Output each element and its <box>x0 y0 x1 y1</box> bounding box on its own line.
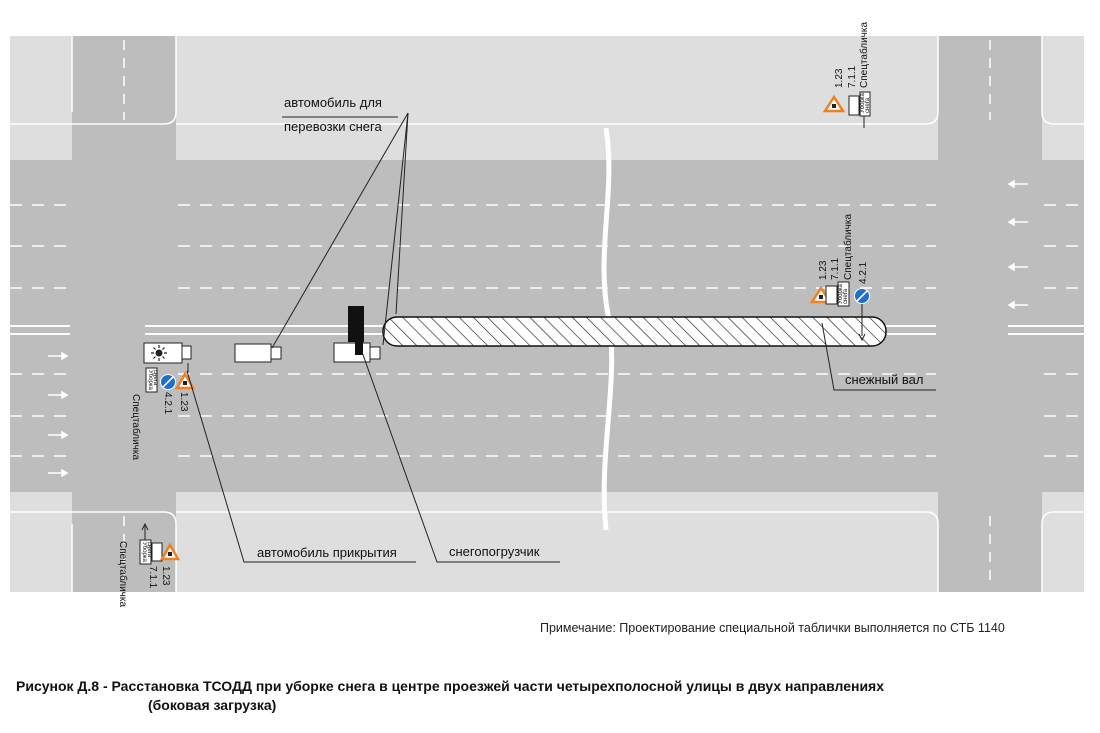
road-works-icon <box>832 104 836 108</box>
vehicles <box>143 306 381 364</box>
sign-label-1-23: 1.23 <box>178 392 189 412</box>
sign-label-special-plate: Спецтабличка <box>130 394 142 460</box>
break-line <box>601 127 615 531</box>
plate-text-1: Уборка <box>838 283 844 304</box>
truck-label-line2: перевозки снега <box>284 119 382 134</box>
snow-bank <box>382 316 887 347</box>
sign-label-7-1-1: 7.1.1 <box>147 566 158 589</box>
snow-truck <box>234 343 282 363</box>
note: Примечание: Проектирование специальной т… <box>540 621 1005 635</box>
loader-label: снегопогрузчик <box>449 544 540 559</box>
special-plate <box>837 281 850 307</box>
direction-arrows <box>48 179 1028 478</box>
sign-label-special-plate: Спецтабличка <box>858 22 870 88</box>
plate-7-1-1 <box>151 542 163 562</box>
plate-text-2: снега <box>865 97 871 113</box>
lane-markings <box>10 40 1084 588</box>
sign-group-center: 1.23 7.1.1 Спецтабличка 4.2.1 Уборка сне… <box>809 214 870 342</box>
plate-text-2: снега <box>152 370 158 386</box>
sign-label-7-1-1: 7.1.1 <box>830 257 841 280</box>
plate-text-1: Уборка <box>147 370 153 391</box>
cover-car-label: автомобиль прикрытия <box>257 545 397 560</box>
figure-caption: Рисунок Д.8 - Расстановка ТСОДД при убор… <box>16 678 885 694</box>
sign-group-top-right: 1.23 7.1.1 Спецтабличка Уборка снега <box>822 22 871 128</box>
sign-group-cover-car: Спецтабличка Уборка снега 4.2.1 1.23 <box>130 363 196 460</box>
road-works-icon <box>168 552 172 556</box>
plate-7-1-1 <box>848 95 860 116</box>
plate-7-1-1 <box>825 285 838 305</box>
cover-car <box>143 342 192 364</box>
sign-label-special-plate: Спецтабличка <box>117 541 129 607</box>
road-works-icon <box>183 381 187 385</box>
callouts <box>186 112 936 563</box>
sign-label-4-2-1: 4.2.1 <box>858 261 869 284</box>
sign-label-4-2-1: 4.2.1 <box>162 392 173 415</box>
sign-label-7-1-1: 7.1.1 <box>847 65 858 88</box>
special-plate <box>139 539 152 565</box>
sign-label-1-23: 1.23 <box>834 68 845 88</box>
figure-caption-line2: (боковая загрузка) <box>148 697 277 713</box>
truck-label-line1: автомобиль для <box>284 95 382 110</box>
plate-text-1: Уборка <box>141 542 147 563</box>
sign-label-1-23: 1.23 <box>160 566 171 586</box>
sign-label-1-23: 1.23 <box>818 260 829 280</box>
special-plate <box>859 91 871 117</box>
special-plate <box>145 367 158 393</box>
road-works-icon <box>819 295 823 299</box>
plate-text-2: снега <box>843 288 849 304</box>
snow-loader <box>333 306 381 363</box>
plate-text-2: снега <box>146 542 152 558</box>
snow-bank-label: снежный вал <box>845 372 923 387</box>
plate-text-1: Уборка <box>860 92 866 113</box>
sign-label-special-plate: Спецтабличка <box>842 214 854 280</box>
sign-group-bottom-left: Спецтабличка Уборка снега 1.23 7.1.1 <box>117 522 181 607</box>
